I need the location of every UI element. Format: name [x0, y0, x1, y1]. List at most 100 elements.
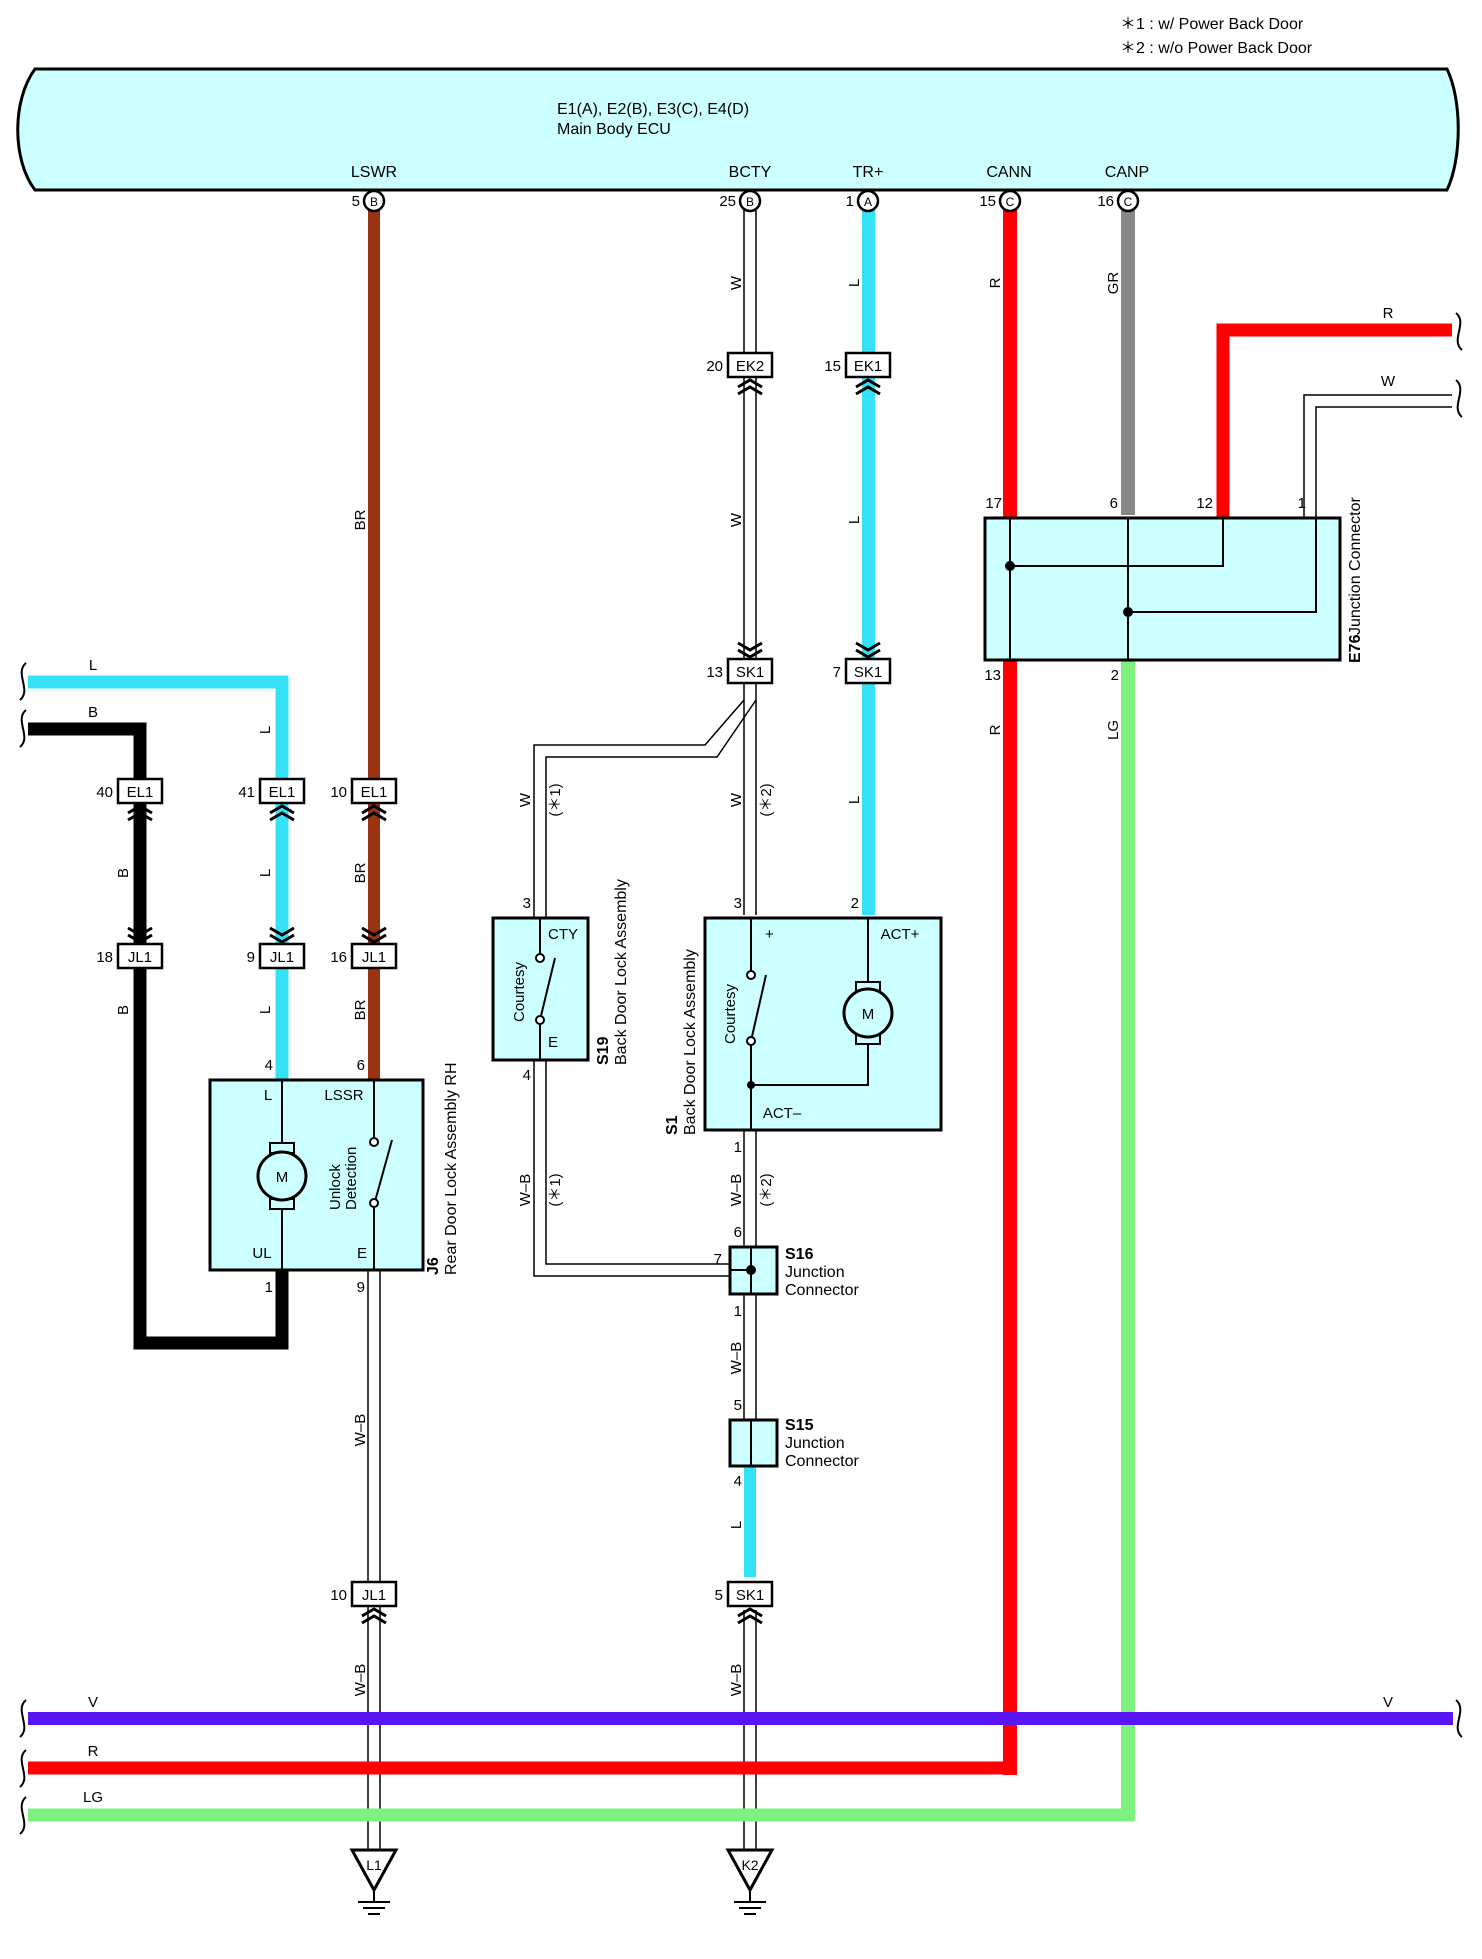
- chevron-icon: [127, 926, 153, 937]
- connector-label: EK2: [736, 358, 764, 375]
- ground-k2: K2: [725, 1848, 775, 1915]
- chevron-icon: [269, 926, 295, 937]
- s19-id: S19: [595, 1036, 612, 1065]
- connector-pin: 13: [706, 664, 723, 681]
- wire-s15-l: [744, 1462, 756, 1577]
- ecu-pin-lswr: B5: [352, 189, 386, 213]
- s1-name: Back Door Lock Assembly: [682, 949, 699, 1135]
- connector-pin: 18: [96, 949, 113, 966]
- j6-lssr-label: LSSR: [324, 1087, 363, 1104]
- wire-label: W–B: [728, 1664, 745, 1697]
- j6-id: J6: [425, 1257, 442, 1275]
- e76-pin-12: 12: [1196, 495, 1213, 512]
- connector-pin: 10: [330, 1587, 347, 1604]
- wire-label: B: [115, 868, 132, 878]
- wire-color-label: W–B: [352, 1414, 369, 1447]
- ecu-pin-num: 5: [352, 193, 360, 210]
- j6-rear-door-lock: [208, 1078, 425, 1272]
- s16-name-1: Junction: [785, 1264, 845, 1281]
- j6-switch-bottom: [369, 1198, 379, 1208]
- s1-splice: [747, 1081, 755, 1089]
- ecu-pin-conn: C: [1124, 195, 1133, 209]
- wire-label: L: [846, 516, 863, 524]
- connector-pin: 5: [715, 1587, 723, 1604]
- ecu-pin-circle: [998, 189, 1022, 213]
- wire-color-label: W: [728, 275, 745, 290]
- connector-sk1-5: SK1 5: [715, 1580, 774, 1625]
- connector-label: JL1: [128, 949, 152, 966]
- ecu-pin-circle: [1116, 189, 1140, 213]
- j6-motor: [256, 1142, 308, 1210]
- wire-color-label: L: [257, 869, 274, 877]
- wire-label: (＊2): [758, 783, 775, 816]
- ecu-pin-bcty: B25: [719, 189, 762, 213]
- wire-label: L: [846, 796, 863, 804]
- chevron-icon: [855, 641, 881, 652]
- wire-color-label: L: [257, 726, 274, 734]
- chevron-icon: [361, 926, 387, 937]
- s1-pin-1: 1: [734, 1139, 742, 1156]
- connector-pin: 10: [330, 784, 347, 801]
- wire-e76-w-out: [1303, 394, 1452, 517]
- connector-pin: 41: [238, 784, 255, 801]
- wire-label: LG: [1105, 720, 1122, 740]
- j6-e-label: E: [357, 1245, 367, 1262]
- s15-pin-4: 4: [734, 1473, 742, 1490]
- wire-color-label: BR: [352, 509, 369, 530]
- bus-v-label: V: [88, 1694, 98, 1711]
- wire-color-label: BR: [352, 999, 369, 1020]
- chevron-icon: [127, 811, 153, 822]
- wire-label: BR: [352, 509, 369, 530]
- wire-color-label: W–B: [728, 1342, 745, 1375]
- bus-lg: [28, 1800, 1135, 1822]
- wire-canp-gr: [1121, 210, 1135, 515]
- wire-bcty-w: [743, 210, 757, 915]
- wire-s19-w: [533, 699, 757, 918]
- s16-name-2: Connector: [785, 1282, 859, 1299]
- ecu-pin-circle: [738, 189, 762, 213]
- s1-pin-2: 2: [851, 895, 859, 912]
- wire-color-label: R: [987, 277, 1004, 288]
- bus-break-marks: [19, 312, 1463, 1835]
- wire-color-label: L: [846, 796, 863, 804]
- j6-detect-1: Unlock: [327, 1164, 344, 1210]
- s1-switch-bottom: [746, 1036, 756, 1046]
- bus-r-label: R: [88, 1743, 99, 1760]
- connector-box: [116, 777, 164, 805]
- wire-color-label: L: [846, 516, 863, 524]
- connector-label: SK1: [736, 1587, 764, 1604]
- wire-s19-wb: [533, 1060, 730, 1277]
- e76-pin-17: 17: [985, 495, 1002, 512]
- wire-label: L: [257, 726, 274, 734]
- e76-pin-6: 6: [1110, 495, 1118, 512]
- wire-color-label: B: [115, 868, 132, 878]
- wire-j6-ground: [367, 1270, 381, 1850]
- chevron-icon: [855, 648, 881, 659]
- connector-label: EL1: [361, 784, 388, 801]
- wire-color-label: LG: [1105, 720, 1122, 740]
- connector-box: [350, 942, 398, 970]
- wire-label: W–B: [517, 1174, 534, 1207]
- wire-label: W–B: [352, 1414, 369, 1447]
- bus-v-label-right: V: [1383, 1694, 1393, 1711]
- connector-label: SK1: [854, 664, 882, 681]
- wire-label: W–B: [352, 1664, 369, 1697]
- s1-internal: [750, 918, 869, 1130]
- s1-motor-label: M: [862, 1006, 875, 1023]
- wire-label: (＊1): [547, 1173, 564, 1206]
- ecu-pin-num: 25: [719, 193, 736, 210]
- connector-box: [726, 351, 774, 379]
- bus-v: [28, 1712, 1453, 1725]
- wire-j6-l: [28, 675, 289, 1080]
- wire-color-label: W: [517, 792, 534, 807]
- s15-junction-connector: [728, 1418, 779, 1468]
- connector-box: [350, 777, 398, 805]
- e76-name: Junction Connector: [1347, 496, 1364, 635]
- e76-pin-13: 13: [984, 667, 1001, 684]
- s16-id: S16: [785, 1246, 814, 1263]
- connector-box: [350, 1580, 398, 1608]
- wire-label: GR: [1105, 272, 1122, 295]
- note-2: ＊2 : w/o Power Back Door: [1120, 40, 1313, 57]
